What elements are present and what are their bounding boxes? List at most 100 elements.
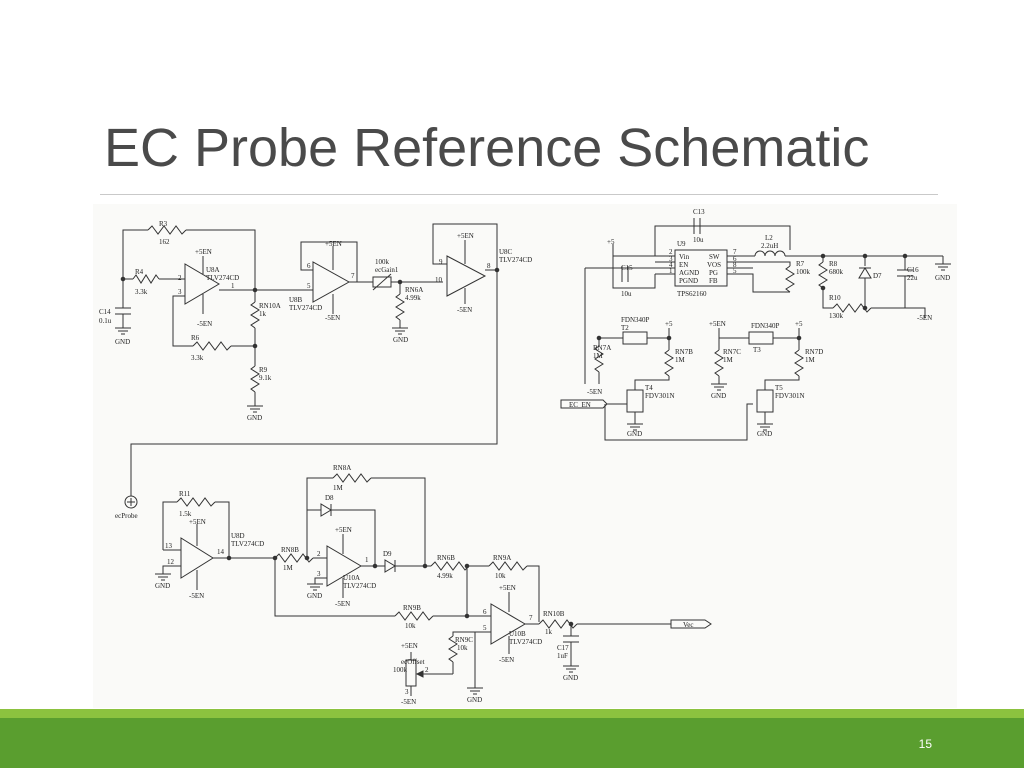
label: 8 (733, 261, 737, 269)
wire (822, 288, 833, 309)
ground-symbol (307, 583, 323, 591)
label: RN10A (259, 302, 281, 310)
page-number: 15 (918, 737, 932, 751)
label: 5 (733, 267, 737, 275)
label: +5EN (325, 240, 342, 248)
label: U8A (206, 266, 220, 274)
wire (130, 269, 498, 496)
resistor-rn9a (488, 561, 528, 571)
net-flag-vec (670, 619, 712, 629)
label: GND (115, 338, 130, 346)
label: 10k (457, 644, 468, 652)
label: 6 (483, 608, 487, 616)
resistor-rn6a (395, 293, 405, 321)
mosfet-t2 (622, 331, 648, 345)
stage-u8c (130, 223, 500, 496)
wire (654, 225, 791, 250)
label: 4 (669, 261, 673, 269)
stage-dcdc (584, 218, 951, 384)
label: +5EN (195, 248, 212, 256)
label: R11 (179, 490, 191, 498)
label: 2 (317, 550, 321, 558)
label: 100k (796, 268, 811, 276)
label: D8 (325, 494, 334, 502)
label: 1M (805, 356, 816, 364)
label: ecOffset (401, 658, 425, 666)
wire (172, 295, 193, 347)
label: Vin (679, 253, 690, 261)
label: 9.1k (259, 374, 272, 382)
stage-u8b (293, 241, 443, 335)
label: C13 (693, 208, 705, 216)
label: U8D (231, 532, 245, 540)
label: T5 (775, 384, 783, 392)
inductor-l2 (754, 250, 786, 257)
ground-symbol (757, 423, 773, 431)
label: TLV274CD (206, 274, 239, 282)
ground-symbol (627, 423, 643, 431)
label: 14 (217, 548, 225, 556)
label: -5EN (401, 698, 416, 706)
label: 8 (487, 262, 491, 270)
junction-dot (796, 335, 802, 341)
label: T3 (753, 346, 761, 354)
label: 2 (669, 248, 673, 256)
label: +5EN (457, 232, 474, 240)
label: +5EN (401, 642, 418, 650)
label: -5EN (587, 388, 602, 396)
wire (727, 273, 790, 293)
ground-symbol (563, 665, 579, 673)
label: C16 (907, 266, 919, 274)
wire (186, 229, 256, 290)
schematic-panel: R3 162 R4 3.3k C14 0.1u GND +5EN U8A TLV… (93, 204, 957, 708)
junction-dot (252, 343, 258, 349)
label: GND (935, 274, 950, 282)
label: 12 (167, 558, 175, 566)
label: FB (709, 277, 718, 285)
junction-dot (464, 613, 470, 619)
wire (764, 376, 800, 390)
label: R7 (796, 260, 805, 268)
label: 7 (529, 614, 533, 622)
label: L2 (765, 234, 773, 242)
label: FDV301N (775, 392, 805, 400)
label: RN6B (437, 554, 455, 562)
label: TLV274CD (231, 540, 264, 548)
label: 10k (405, 622, 416, 630)
resistor-rn6b (430, 561, 470, 571)
label: 2 (178, 274, 182, 282)
opamp-u8b (312, 261, 351, 303)
wire (162, 565, 181, 574)
label: U8C (499, 248, 513, 256)
resistor-rn10b (538, 619, 578, 629)
resistor-rn7c (714, 349, 724, 377)
label: 100k (375, 258, 390, 266)
label: 2.2uH (761, 242, 778, 250)
ground-symbol (247, 405, 263, 413)
label: GND (563, 674, 578, 682)
label: GND (467, 696, 482, 704)
label: RN6A (405, 286, 423, 294)
label: C17 (557, 644, 569, 652)
wire (466, 566, 491, 617)
junction-dot (862, 305, 868, 311)
label: RN9C (455, 636, 473, 644)
label: 1M (675, 356, 686, 364)
wire (371, 477, 426, 566)
wire (727, 261, 791, 266)
label: 3 (405, 688, 409, 696)
label: 0.1u (99, 317, 112, 325)
junction-dot (902, 253, 908, 259)
label: GND (247, 414, 262, 422)
resistor-r6 (192, 341, 232, 351)
ground-symbol (711, 383, 727, 391)
resistor-r8 (818, 261, 828, 289)
resistor-rn10a (250, 301, 260, 329)
label: PG (709, 269, 718, 277)
label: +5EN (499, 584, 516, 592)
wire (162, 501, 177, 550)
label: 5 (483, 624, 487, 632)
label: 3 (178, 288, 182, 296)
label: R3 (159, 220, 168, 228)
label: -5EN (197, 320, 212, 328)
